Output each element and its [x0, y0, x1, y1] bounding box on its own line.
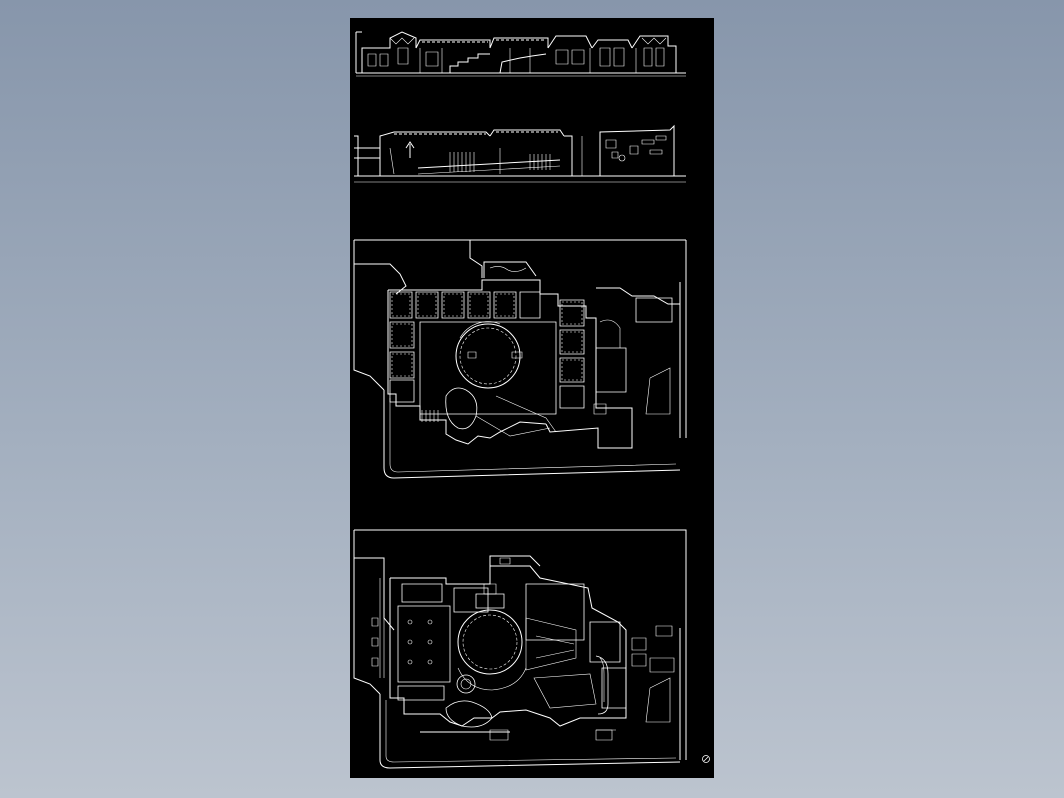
elevation-1: [356, 32, 686, 76]
plan-ground: [354, 530, 686, 768]
cad-drawing: [350, 18, 714, 778]
cad-sheet: [350, 18, 714, 778]
plan-upper: [354, 240, 686, 478]
elevation-2: [354, 126, 686, 182]
north-arrow-icon: [703, 756, 710, 763]
